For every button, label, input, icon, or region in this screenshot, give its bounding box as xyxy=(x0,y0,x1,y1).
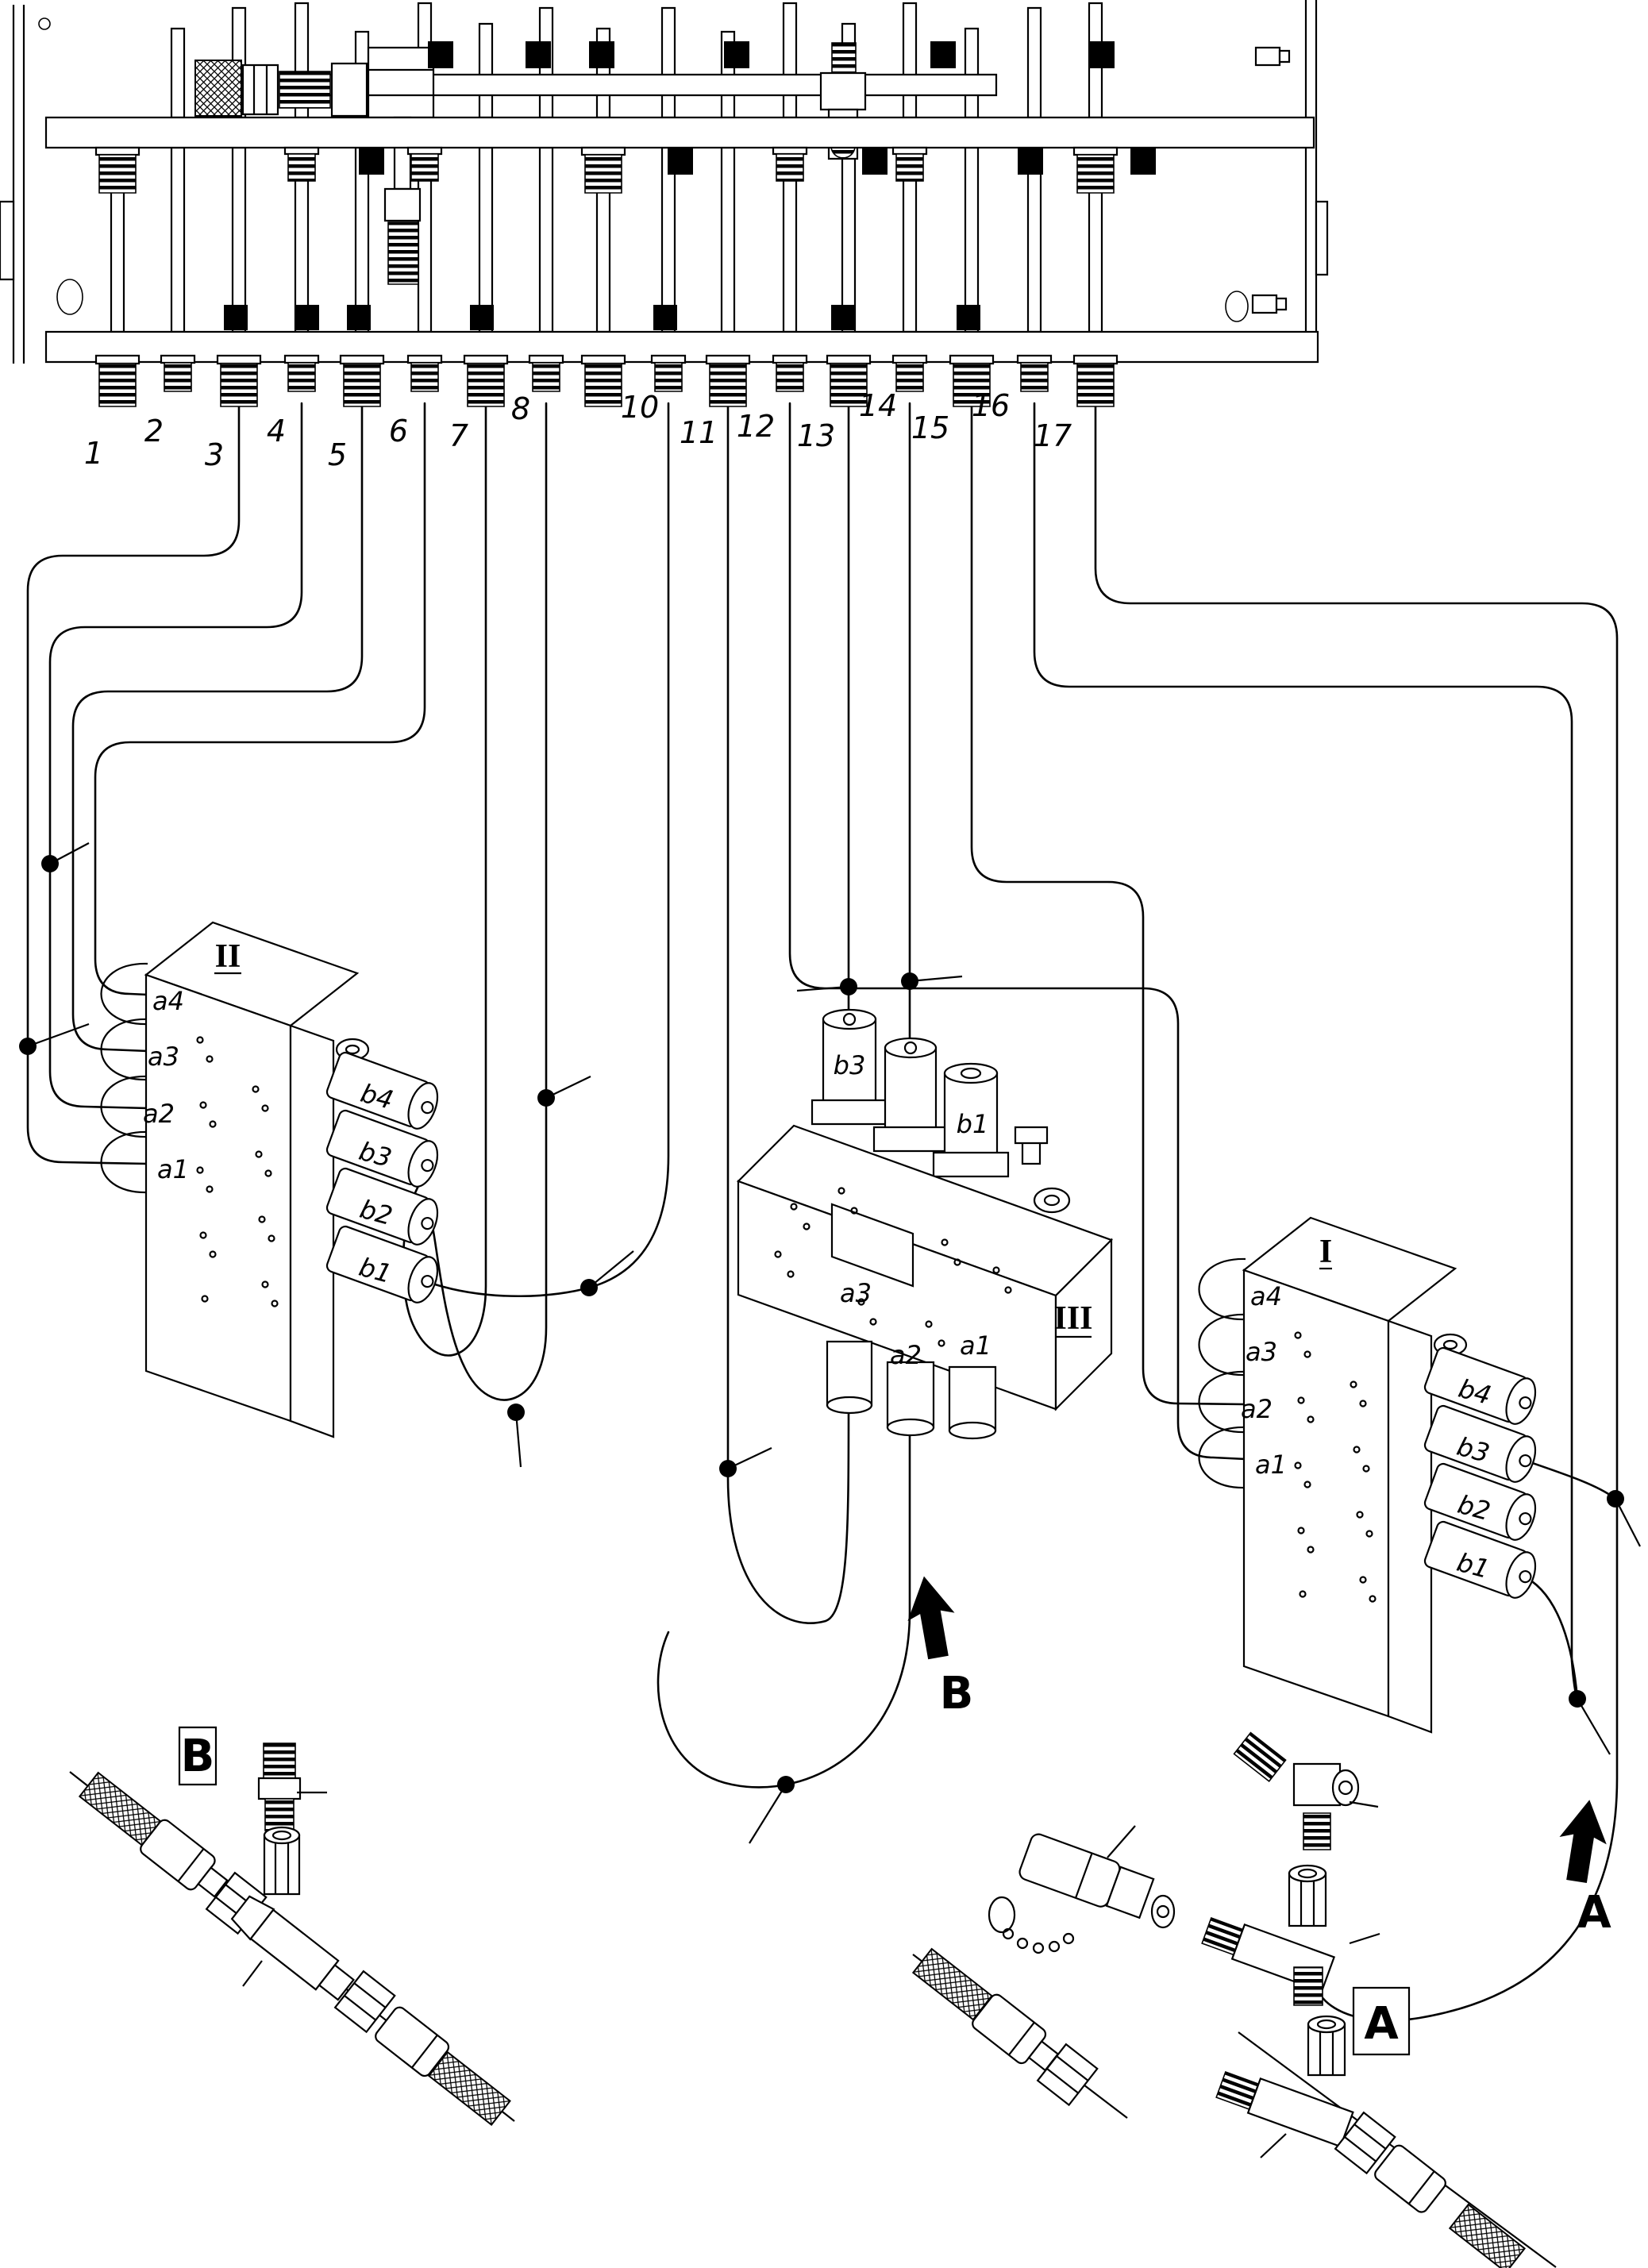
upper-studs xyxy=(96,148,1117,193)
detail-b-letter: B xyxy=(181,1731,215,1782)
direction-arrow-a: A xyxy=(1559,1800,1611,1939)
block-1-port-a4: a4 xyxy=(1250,1281,1282,1311)
hose-port10-to-block2-b1 xyxy=(435,403,668,1296)
block-3-label: III xyxy=(1053,1300,1092,1337)
port-number-10: 10 xyxy=(621,390,659,425)
valve-block-1: I a4 a3 a2 a1 b4 b3 b2 b1 xyxy=(1199,1218,1542,1732)
port-studs xyxy=(96,356,1117,406)
detail-b-box xyxy=(179,1727,216,1785)
valve-block-3: b3 b1 III a3 a2 a1 xyxy=(738,1010,1111,1438)
manifold-frame xyxy=(0,0,1327,364)
block-2-face-holes xyxy=(198,1038,278,1307)
block-1-label: I xyxy=(1319,1234,1332,1270)
port-number-5: 5 xyxy=(328,437,347,472)
valve-block-2-geometry xyxy=(102,922,444,1437)
port-number-17: 17 xyxy=(1034,418,1072,453)
port-number-16: 16 xyxy=(972,388,1010,423)
hose-block1-b3-stub xyxy=(1521,1459,1615,1499)
block-1-port-a2: a2 xyxy=(1241,1394,1273,1424)
hose-block1-b1-stub xyxy=(1521,1575,1577,1699)
block-2-port-a3: a3 xyxy=(148,1042,179,1072)
detail-a: A xyxy=(913,1733,1556,2268)
hose-port16-to-block1-b1 xyxy=(1034,403,1577,1699)
block-3-port-a3: a3 xyxy=(840,1278,872,1308)
hose-block3-a2-loop xyxy=(658,1429,910,1787)
hose-clamp-markers xyxy=(19,843,1640,1843)
block-2-port-a4: a4 xyxy=(152,986,184,1016)
hose-port8-to-block2-b2 xyxy=(433,403,546,1400)
port-number-13: 13 xyxy=(797,418,835,453)
port-number-11: 11 xyxy=(680,415,718,450)
upper-rail xyxy=(46,117,1314,148)
detail-b-hose-end-right xyxy=(335,1971,510,2124)
port-number-6: 6 xyxy=(389,414,408,449)
detail-b-nipple-fitting xyxy=(259,1743,327,1831)
block-2-label: II xyxy=(215,938,241,975)
arrow-b-label: B xyxy=(940,1668,974,1719)
hose-port15-to-block1-a2 xyxy=(972,403,1246,1404)
block-2-port-a2: a2 xyxy=(143,1099,175,1129)
valve-block-3-geometry xyxy=(738,1010,1111,1438)
detail-a-elbow-fitting xyxy=(1234,1733,1378,1850)
port-number-7: 7 xyxy=(449,418,468,453)
block-1-face-holes xyxy=(1296,1333,1376,1602)
arrow-a-label: A xyxy=(1577,1887,1611,1939)
hose-port5-to-block2-a3 xyxy=(73,403,362,1051)
detail-a-letter: A xyxy=(1364,1998,1399,2050)
port-number-15: 15 xyxy=(911,410,949,445)
compression-fittings xyxy=(224,41,1156,330)
detail-a-tee-fitting-1 xyxy=(1202,1866,1380,2005)
port-number-14: 14 xyxy=(859,388,897,423)
detail-b: B xyxy=(70,1727,514,2125)
hose-port3-to-block2-a1 xyxy=(28,403,239,1164)
valve-block-1-geometry xyxy=(1199,1218,1542,1732)
manifold-tubing xyxy=(111,3,1102,332)
block-3-port-b1: b1 xyxy=(957,1109,989,1139)
detail-a-hose-end-right xyxy=(1335,2112,1524,2268)
port-number-2: 2 xyxy=(144,414,164,449)
block-3-face-holes xyxy=(776,1188,1011,1346)
block-1-port-a3: a3 xyxy=(1246,1337,1277,1367)
block-1-port-a1: a1 xyxy=(1255,1450,1287,1480)
port-numbers: 1 2 3 4 5 6 7 8 10 11 12 13 14 15 16 17 xyxy=(84,388,1072,472)
port-number-4: 4 xyxy=(267,414,286,449)
port-number-3: 3 xyxy=(205,437,224,472)
hose-port11-to-block3-a3 xyxy=(728,403,849,1623)
hose-port6-to-block2-a4 xyxy=(95,403,425,995)
hose-port12-to-block1-a1 xyxy=(790,403,1246,1459)
detail-a-quick-coupler xyxy=(989,1826,1174,1953)
direction-arrow-b: B xyxy=(907,1576,974,1719)
port-number-1: 1 xyxy=(84,436,103,471)
block-2-port-a1: a1 xyxy=(157,1154,189,1184)
detail-a-hose-end-left xyxy=(913,1949,1127,2118)
manifold-assembly xyxy=(0,0,1327,406)
block-3-port-a2: a2 xyxy=(890,1340,922,1370)
block-3-port-b3: b3 xyxy=(834,1050,866,1080)
detail-a-box xyxy=(1353,1988,1409,2054)
block-3-port-a1: a1 xyxy=(960,1330,991,1361)
detail-b-hose-end-left xyxy=(79,1773,266,1934)
port-number-8: 8 xyxy=(511,391,530,426)
detail-b-tee-fitting xyxy=(229,1827,357,2004)
port-number-12: 12 xyxy=(737,409,775,444)
valve-block-2: II a4 a3 a2 a1 b4 b3 b2 b1 xyxy=(102,922,444,1437)
hose-port4-to-block2-a2 xyxy=(50,403,302,1108)
